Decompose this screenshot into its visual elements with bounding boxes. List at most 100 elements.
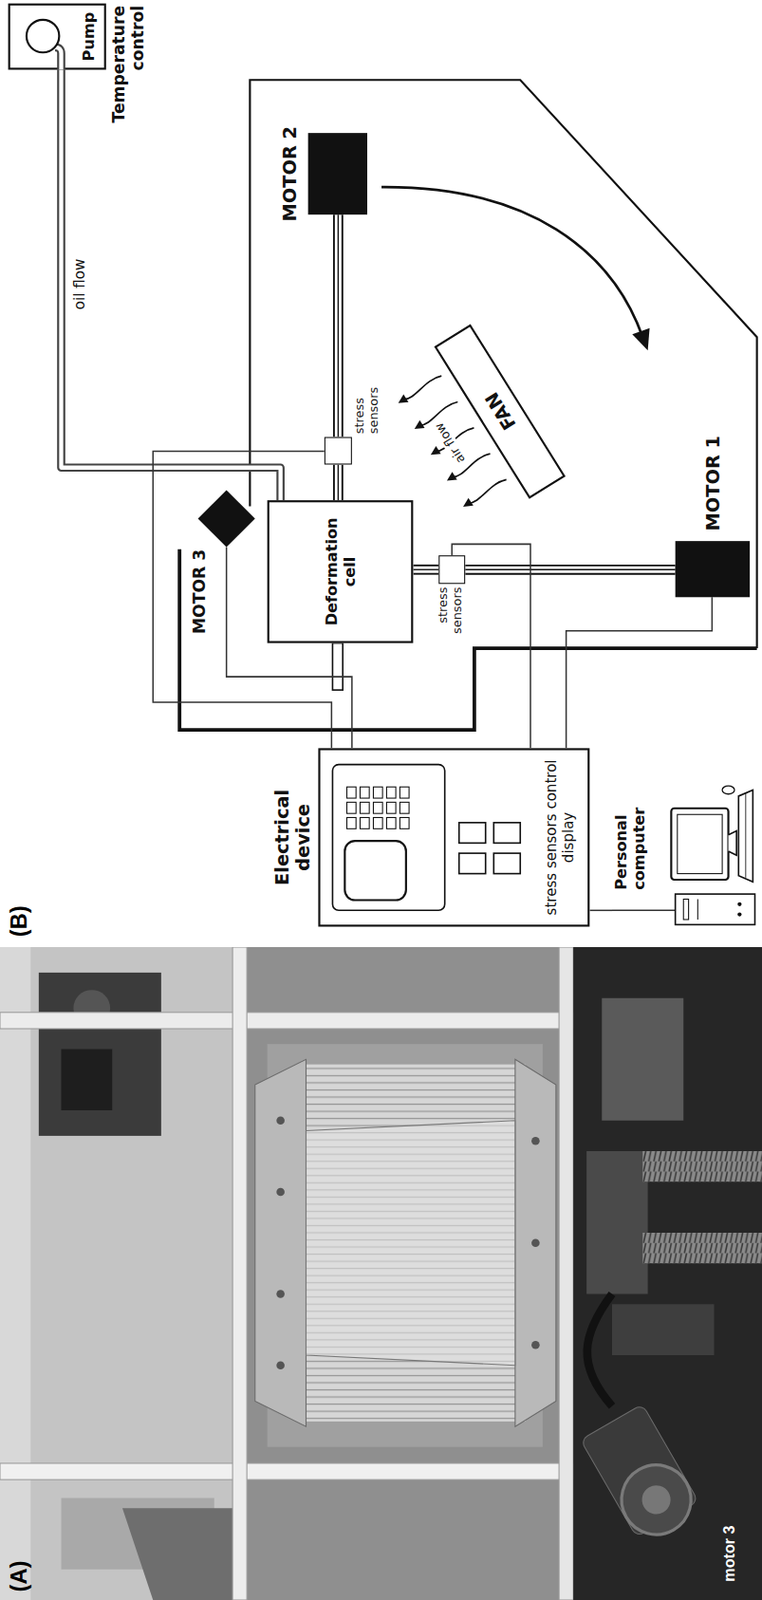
- photo-bolt: [276, 1360, 285, 1370]
- key: [399, 801, 409, 814]
- key: [386, 801, 396, 814]
- photo-screw: [642, 1232, 762, 1264]
- photo-cable: [587, 1294, 613, 1407]
- key: [347, 801, 357, 814]
- panel-label: (A): [5, 1561, 33, 1593]
- shaft-gap: [412, 566, 439, 574]
- motor-shaft: [464, 569, 675, 571]
- photo-top-plate: [255, 1059, 307, 1427]
- node-label: stress sensors: [353, 387, 382, 434]
- deformation-cell: Deformation cell: [267, 500, 414, 644]
- drive-slot: [683, 898, 688, 920]
- display-square: [459, 822, 486, 844]
- pipe-core: [61, 69, 281, 501]
- mouse: [722, 785, 735, 795]
- node-label: Pump: [79, 12, 98, 62]
- key: [372, 786, 383, 799]
- airflow-arrow: [463, 479, 507, 506]
- motor-shaft: [412, 569, 439, 571]
- pump-circle: [26, 19, 59, 53]
- photo-bolt: [276, 1188, 285, 1197]
- photo-ceiling: [0, 947, 31, 1600]
- photo-beam: [232, 947, 247, 1600]
- shaft-gap: [464, 566, 675, 574]
- shaft-gap: [334, 464, 342, 502]
- motor-block: MOTOR 2: [308, 132, 368, 215]
- airflow-head: [463, 498, 474, 507]
- shaft-gap: [334, 214, 342, 437]
- airflow-head: [430, 446, 442, 455]
- keyboard: [738, 789, 753, 882]
- photo-cell-bg: [267, 1043, 543, 1448]
- shaft-axis: [464, 569, 675, 571]
- monitor-stand: [728, 830, 738, 855]
- photo-bolt: [531, 1136, 540, 1146]
- photo-motor-face: [609, 1451, 705, 1547]
- edge-label: oil flow: [71, 256, 88, 314]
- shaft-outline: [464, 564, 675, 576]
- node-heading: Temperature control: [110, 5, 149, 124]
- shaft-axis: [337, 464, 339, 502]
- oil-pipe: [61, 69, 281, 501]
- node-label: stress sensors: [436, 587, 465, 634]
- electrical-device: Electrical devicestress sensors control …: [317, 747, 590, 927]
- computer-tower: [675, 893, 756, 925]
- screen: [344, 840, 407, 900]
- photo-block: [612, 1303, 715, 1356]
- node-label: MOTOR 2: [278, 126, 300, 222]
- shaft-axis: [412, 569, 439, 571]
- photo-ground: [0, 947, 762, 1600]
- tower-button: [737, 902, 742, 907]
- apparatus-photo: [0, 947, 762, 1600]
- shaft-outline: [412, 564, 439, 576]
- monitor: [670, 808, 728, 880]
- control-panel: [332, 764, 445, 911]
- node-label: stress sensors control display: [542, 758, 577, 917]
- airflow-head: [446, 471, 458, 481]
- shaft-axis: [337, 214, 339, 437]
- photo-motor: [580, 1404, 706, 1548]
- computer-icon: Personal computer: [612, 783, 758, 937]
- motor-shaft: [337, 214, 339, 437]
- motor-diamond: MOTOR 3: [198, 489, 256, 547]
- display-square: [493, 822, 521, 844]
- photo-bolt: [276, 1115, 285, 1125]
- photo-equipment: [38, 972, 162, 1136]
- motor-diamond-shape: [198, 489, 256, 547]
- photo-lattice: [296, 1064, 526, 1422]
- signal-wire: [566, 596, 713, 748]
- photo-bolt: [276, 1289, 285, 1299]
- frame-thin: [249, 79, 757, 649]
- tower-button: [737, 911, 742, 916]
- photo-bottom-plate: [515, 1059, 557, 1427]
- shaft-outline: [333, 214, 344, 437]
- key: [386, 817, 396, 829]
- node-label: MOTOR 3: [189, 549, 209, 634]
- key: [359, 801, 370, 814]
- node-label: Personal computer: [612, 807, 650, 891]
- pump-box: PumpTemperature control: [8, 3, 107, 71]
- fan-box: FAN: [433, 323, 566, 499]
- photo-post: [0, 1012, 577, 1029]
- airflow-line: [403, 375, 442, 400]
- rotation-arrow: [381, 186, 643, 337]
- key: [359, 786, 370, 799]
- wire-line: [566, 596, 713, 748]
- flow-label: air flow: [430, 418, 469, 468]
- display-square: [459, 853, 486, 874]
- photo-beam: [558, 947, 574, 1600]
- drive-slot: [697, 898, 699, 920]
- rotation-arrowhead: [631, 328, 650, 351]
- photo-gearbox: [586, 1151, 649, 1295]
- wire-stub: [612, 910, 676, 912]
- photo-central-plate: [306, 1120, 516, 1366]
- wire-line: [589, 910, 613, 912]
- photo-bolt: [531, 1340, 540, 1350]
- cell-stub: [332, 643, 343, 690]
- keyboard-row: [744, 793, 746, 878]
- pipe-core: [55, 47, 61, 71]
- airflow-head: [398, 393, 409, 403]
- pipe-outline: [61, 69, 281, 501]
- sensor-box: stress sensors: [324, 436, 353, 465]
